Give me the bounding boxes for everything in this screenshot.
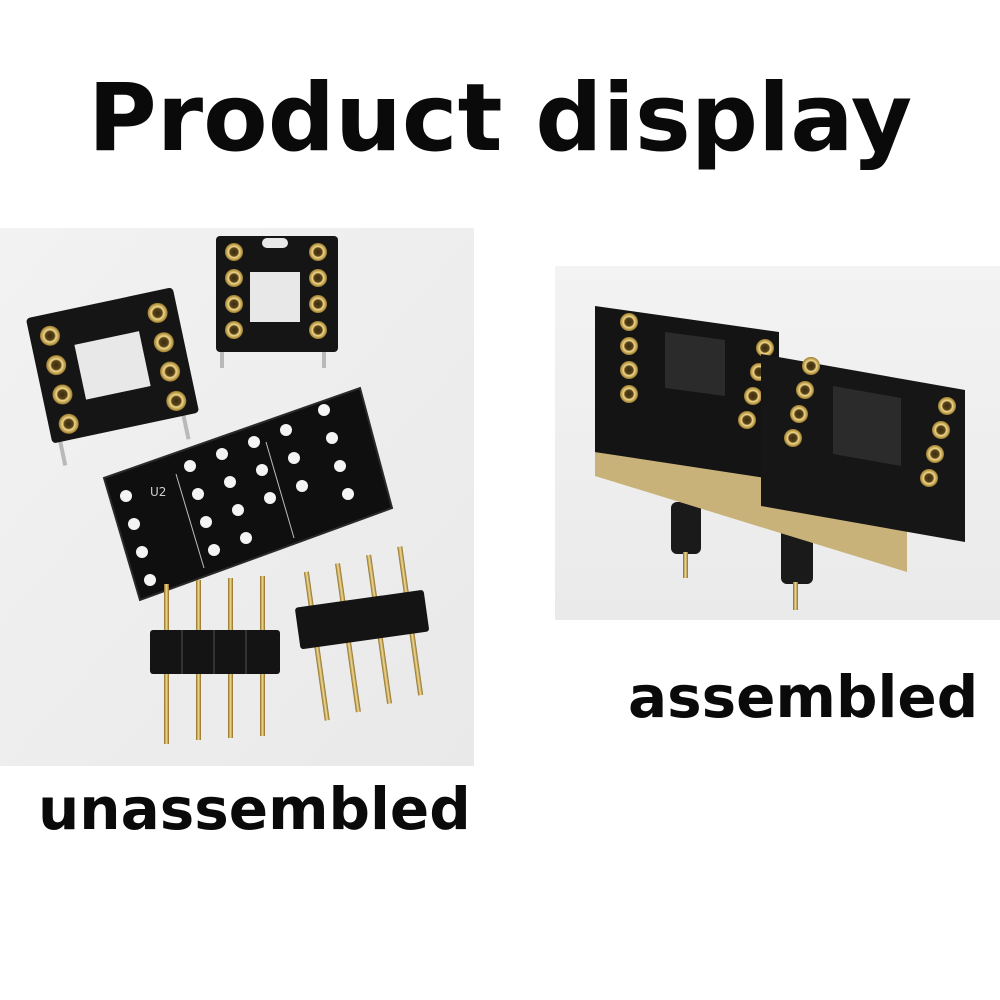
unassembled-photo: U2 <box>0 228 474 766</box>
dip-socket-b <box>216 236 338 368</box>
assembled-caption: assembled <box>628 663 979 731</box>
page-title: Product display <box>87 64 913 173</box>
assembled-socket-right <box>761 354 965 542</box>
pin-header-1 <box>150 576 280 744</box>
pcb-substrate <box>595 452 907 572</box>
pcb-adapter: U2 <box>102 386 394 602</box>
pcb-label-u2: U2 <box>150 485 166 499</box>
dip-socket-a <box>26 287 199 466</box>
assembled-photo <box>555 266 1000 620</box>
unassembled-caption: unassembled <box>38 775 471 843</box>
pin-header-2 <box>295 546 429 721</box>
assembled-pins <box>671 502 813 610</box>
assembled-socket-left <box>595 306 779 480</box>
